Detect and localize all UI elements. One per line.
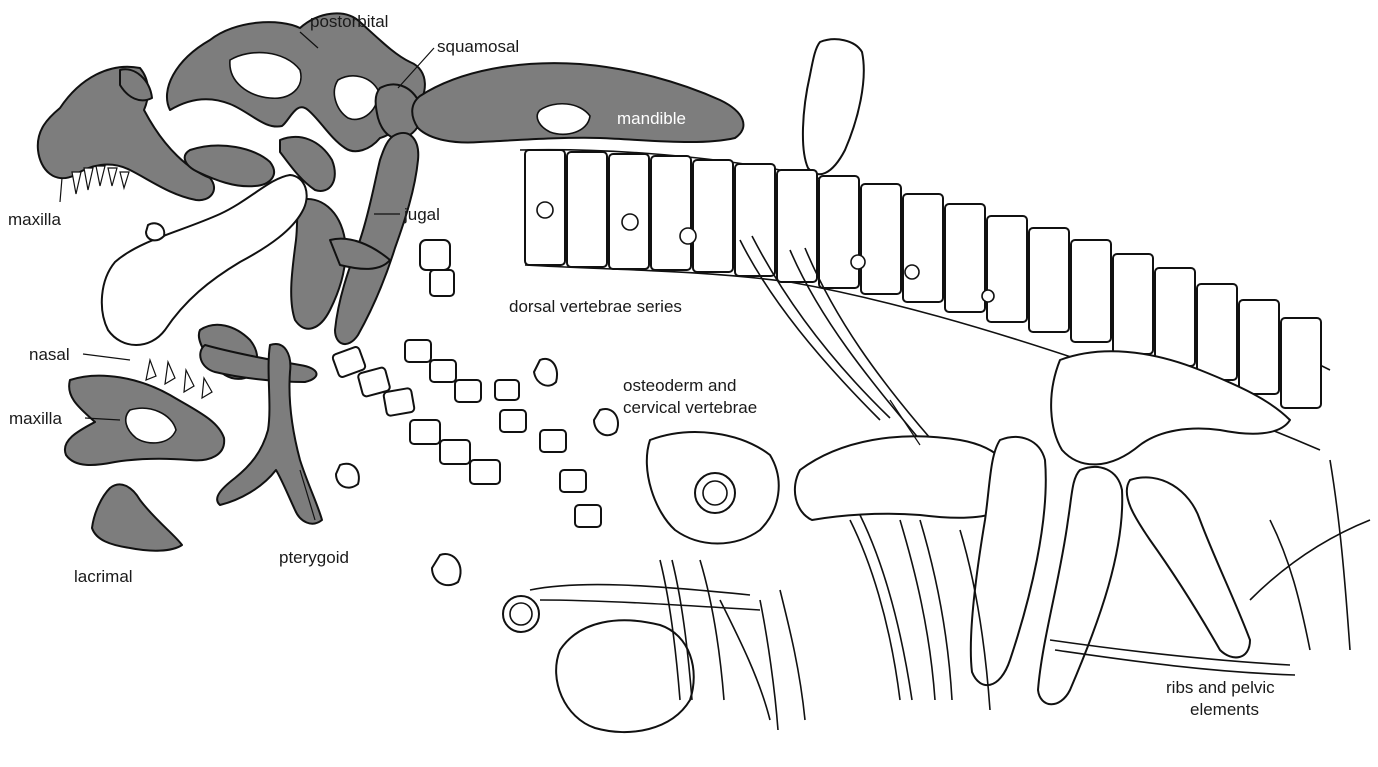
label-postorbital: postorbital <box>310 12 388 31</box>
label-mandible: mandible <box>617 109 686 128</box>
label-osteoderm-line2: cervical vertebrae <box>623 398 757 417</box>
label-maxilla-upper: maxilla <box>8 210 61 229</box>
label-dorsal-vertebrae: dorsal vertebrae series <box>509 297 682 316</box>
label-osteoderm-line1: osteoderm and <box>623 376 736 395</box>
skull-bones <box>38 13 425 550</box>
dorsal-spine <box>803 39 864 174</box>
label-nasal: nasal <box>29 345 70 364</box>
label-jugal: jugal <box>403 205 440 224</box>
label-ribs-line1: ribs and pelvic <box>1166 678 1275 697</box>
tibia <box>1038 467 1122 704</box>
label-pterygoid: pterygoid <box>279 548 349 567</box>
label-ribs-line2: elements <box>1190 700 1259 719</box>
label-lacrimal: lacrimal <box>74 567 133 586</box>
label-squamosal: squamosal <box>437 37 519 56</box>
lacrimal-bone <box>92 484 182 550</box>
label-maxilla-lower: maxilla <box>9 409 62 428</box>
